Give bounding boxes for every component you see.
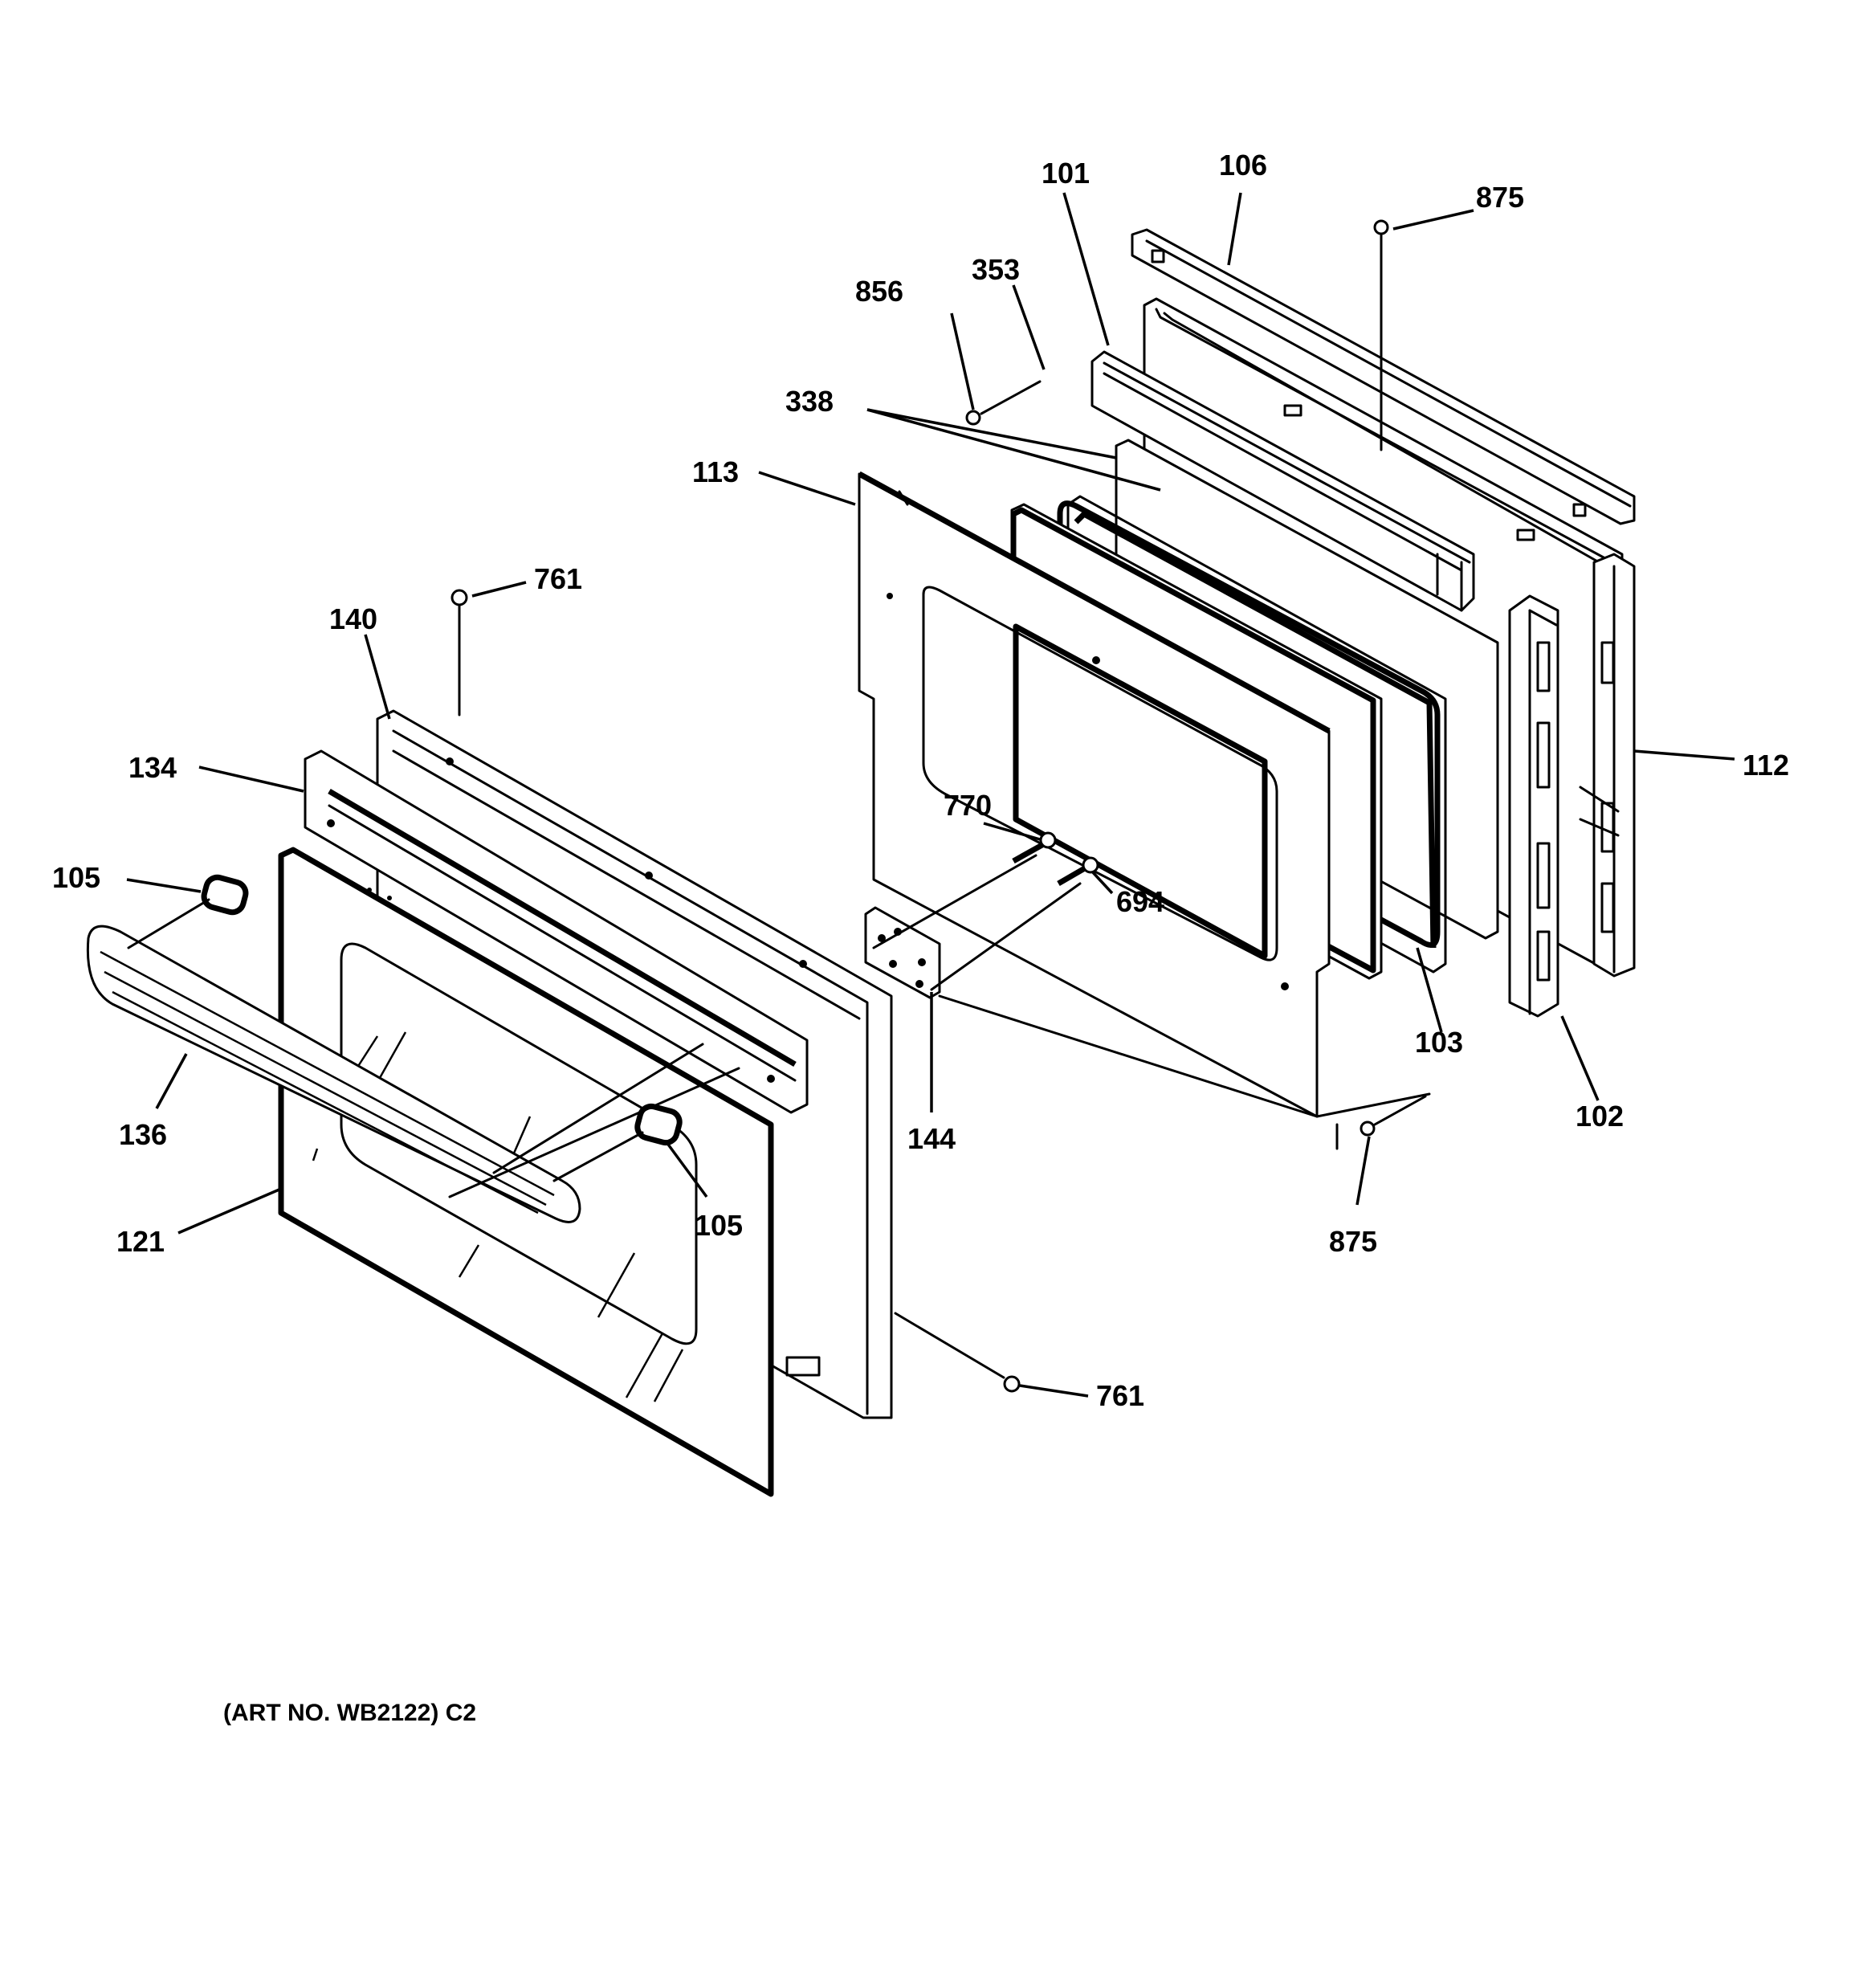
callout-694: 694 [1116,885,1164,918]
part-102-side-bracket [1508,594,1559,1018]
part-856-screw [965,380,1042,426]
part-134-vent-trim [304,749,809,1114]
callout-102: 102 [1576,1100,1624,1133]
leader-lines [126,192,1735,1398]
callout-113: 113 [692,455,739,488]
callout-105-right: 105 [695,1209,743,1242]
art-number: (ART NO. WB2122) C2 [223,1700,476,1726]
callout-875-bottom: 875 [1329,1225,1377,1258]
callout-338: 338 [785,385,834,418]
part-112-side-channel [1579,553,1636,978]
callout-856: 856 [855,275,903,308]
part-761-screw-bottom [894,1312,1021,1393]
callout-875-top: 875 [1476,181,1524,214]
assembly-guide-lines [448,854,1431,1198]
part-694-screw [1057,856,1099,887]
callout-770: 770 [944,789,992,822]
part-875-screw-bottom [1360,1095,1427,1137]
part-761-screw-top [450,589,468,716]
callout-140: 140 [329,602,377,635]
part-vent-block [1090,350,1475,612]
callout-106: 106 [1219,149,1267,182]
part-105-end-cap-left [127,874,249,949]
callout-136: 136 [119,1118,167,1151]
part-875-screw-top [1373,219,1389,451]
callout-105-left: 105 [52,861,100,894]
callout-101: 101 [1042,157,1090,190]
callout-103: 103 [1415,1026,1463,1059]
callout-134: 134 [128,751,177,784]
part-144-hinge-plate [864,906,941,999]
part-106-top-trim [1131,228,1636,525]
callout-761-bottom: 761 [1096,1379,1144,1412]
callout-144: 144 [907,1122,956,1155]
part-136-door-handle [86,925,581,1223]
callout-353: 353 [972,253,1020,286]
callout-121: 121 [116,1225,165,1258]
callout-112: 112 [1743,749,1789,782]
part-105-end-cap-right [552,1103,683,1182]
callout-761-top: 761 [534,562,582,595]
part-770-screw [1012,831,1057,864]
